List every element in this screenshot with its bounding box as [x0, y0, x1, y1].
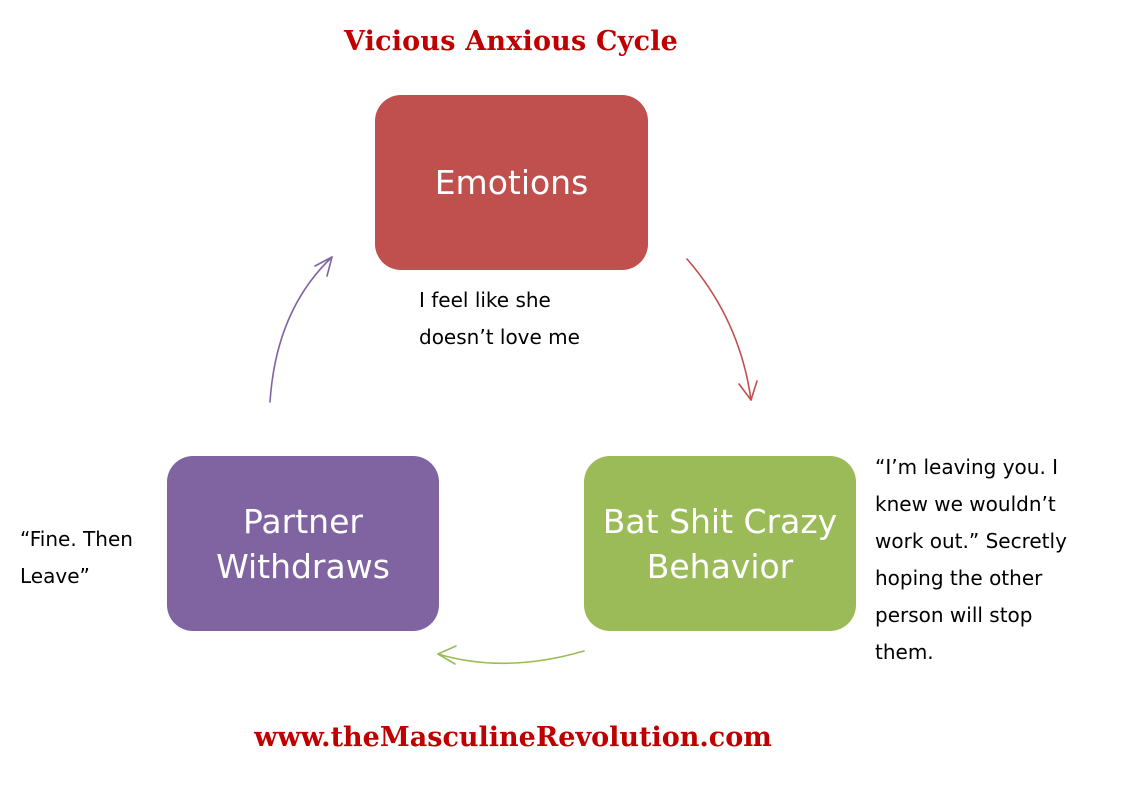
arrow-withdraws-to-emotions: [269, 256, 333, 403]
node-crazy-behavior: Bat Shit Crazy Behavior: [584, 456, 856, 631]
diagram-title: Vicious Anxious Cycle: [343, 26, 679, 57]
node-partner-withdraws-label: Partner Withdraws: [216, 501, 390, 586]
node-crazy-behavior-label: Bat Shit Crazy Behavior: [602, 501, 838, 586]
arrow-emotions-to-behavior: [686, 258, 758, 401]
note-partner-withdraws: “Fine. Then Leave”: [20, 527, 133, 588]
node-partner-withdraws: Partner Withdraws: [167, 456, 439, 631]
note-emotions: I feel like she doesn’t love me: [419, 288, 580, 349]
node-emotions-label: Emotions: [434, 163, 589, 202]
node-emotions: Emotions: [375, 95, 648, 270]
note-crazy-behavior: “I’m leaving you. I knew we wouldn’t wor…: [875, 455, 1067, 664]
arrow-behavior-to-withdraws: [437, 645, 585, 665]
website-url: www.theMasculineRevolution.com: [254, 722, 772, 753]
